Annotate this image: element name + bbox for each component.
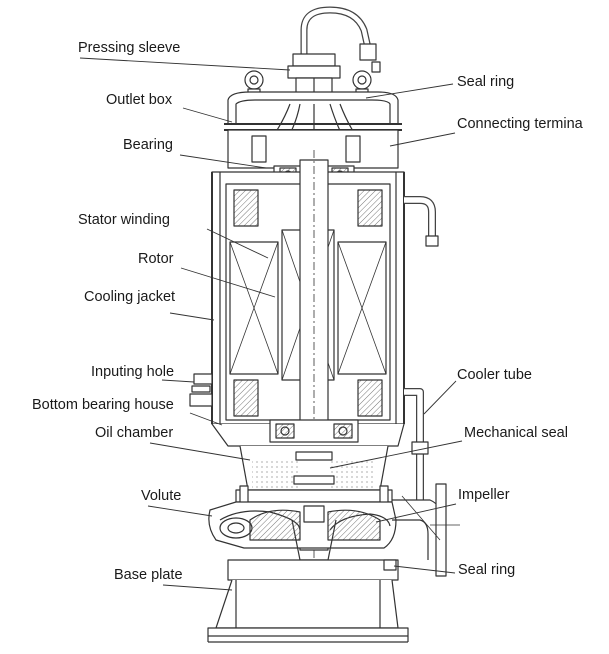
- leader-rotor: [180, 267, 276, 298]
- leader-cooling-jacket: [169, 312, 215, 321]
- label-base-plate: Base plate: [114, 567, 183, 583]
- inputing-hole-part: [189, 373, 213, 407]
- leader-impeller: [375, 503, 457, 523]
- seal-ring-bottom-part: [383, 559, 397, 571]
- mechanical-seal-part: [293, 451, 335, 485]
- label-stator-winding: Stator winding: [78, 212, 170, 228]
- label-cooling-jacket: Cooling jacket: [84, 289, 176, 305]
- label-pressing-sleeve: Pressing sleeve: [78, 40, 181, 56]
- label-seal-ring-top: Seal ring: [457, 74, 515, 90]
- label-oil-chamber: Oil chamber: [95, 425, 174, 441]
- leader-outlet-box: [182, 107, 233, 123]
- leader-oil-chamber: [149, 442, 251, 461]
- impeller-part: [249, 509, 381, 541]
- label-seal-ring-bottom: Seal ring: [458, 562, 516, 578]
- label-connecting-terminal: Connecting termina: [457, 116, 583, 132]
- leader-base-plate: [162, 584, 233, 591]
- label-impeller: Impeller: [458, 487, 510, 503]
- label-rotor: Rotor: [138, 251, 174, 267]
- cooler-elbow-top: [404, 196, 439, 247]
- leader-bearing: [179, 154, 267, 169]
- leader-volute: [147, 505, 213, 517]
- cooler-tube-part: [404, 388, 429, 500]
- leader-cooler-tube: [423, 380, 457, 415]
- leader-inputing-hole: [161, 379, 195, 383]
- leader-seal-ring-bottom: [393, 565, 456, 574]
- label-bottom-bearing-house: Bottom bearing house: [32, 397, 174, 413]
- oil-chamber-part: [239, 445, 389, 491]
- leader-bottom-bearing-house: [189, 412, 223, 426]
- label-volute: Volute: [141, 488, 182, 504]
- stator-winding-part: [229, 241, 387, 375]
- volute-flange: [235, 485, 393, 507]
- discharge-outlet: [392, 483, 460, 577]
- leader-connecting-terminal: [389, 132, 456, 147]
- label-outlet-box: Outlet box: [106, 92, 173, 108]
- label-cooler-tube: Cooler tube: [457, 367, 532, 383]
- bottom-bearing-house-part: [211, 419, 405, 447]
- base-plate-part: [207, 559, 409, 643]
- leader-pressing-sleeve: [79, 57, 291, 71]
- label-bearing: Bearing: [123, 137, 173, 153]
- cable-loop: [300, 6, 381, 73]
- leader-seal-ring-top: [365, 83, 454, 99]
- leader-mechanical-seal: [329, 440, 463, 469]
- leader-stator-winding: [206, 228, 269, 259]
- label-inputing-hole: Inputing hole: [91, 364, 175, 380]
- label-mechanical-seal: Mechanical seal: [464, 425, 568, 441]
